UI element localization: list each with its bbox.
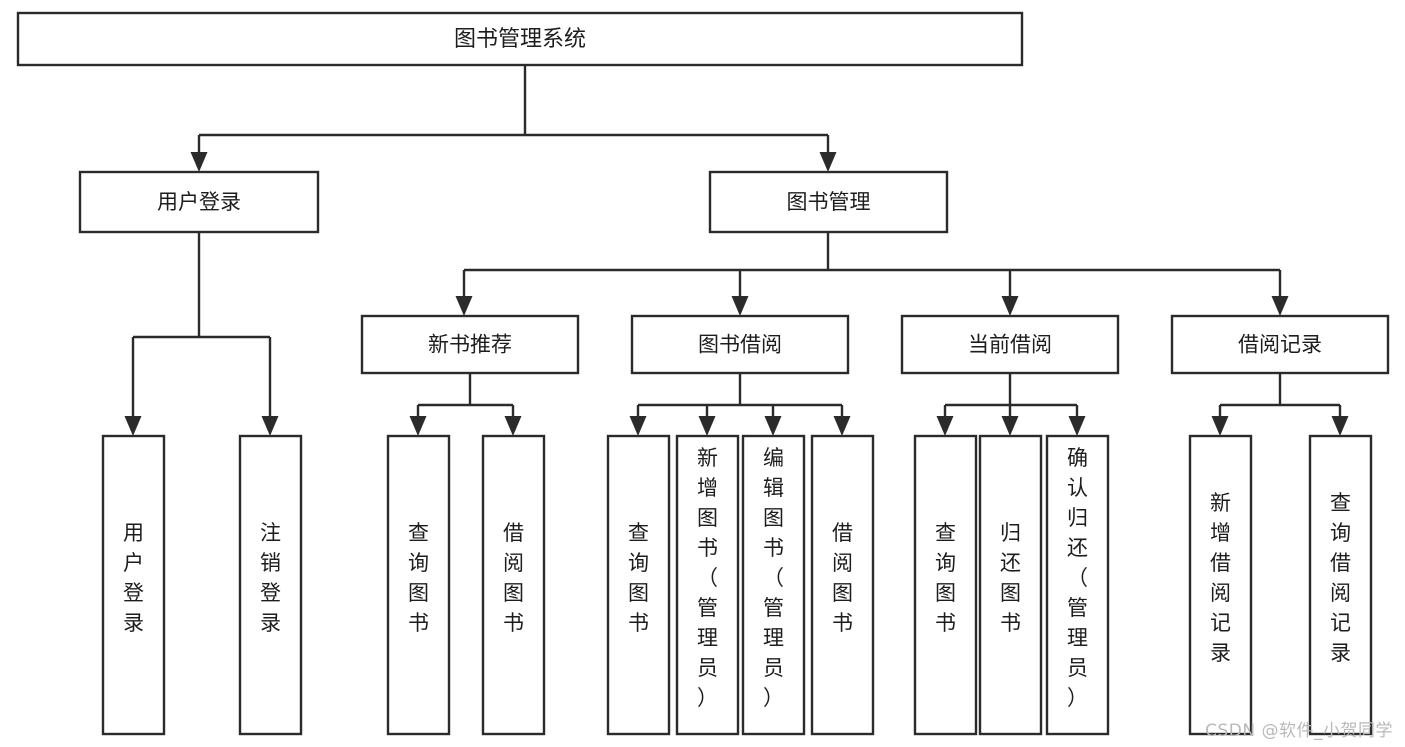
node-label: 图书借阅 <box>698 333 782 357</box>
node-label: 借阅图书 <box>503 521 524 635</box>
node-new-book-rec[interactable]: 新书推荐 <box>360 314 580 375</box>
node-label: 编辑图书（管理员） <box>763 446 784 710</box>
node-leaf-current-confirm-return[interactable]: 确认归还（管理员） <box>1045 434 1110 736</box>
node-label: 借阅记录 <box>1238 333 1322 357</box>
connector-arrow <box>764 405 782 436</box>
node-label: 借阅图书 <box>832 521 853 635</box>
node-borrow-record[interactable]: 借阅记录 <box>1170 314 1390 375</box>
node-label: 新增借阅记录 <box>1210 491 1231 665</box>
node-layer: 图书管理系统用户登录图书管理新书推荐图书借阅当前借阅借阅记录用户登录注销登录查询… <box>16 11 1390 736</box>
node-user-login[interactable]: 用户登录 <box>78 170 320 234</box>
node-leaf-user-login[interactable]: 用户登录 <box>101 434 166 736</box>
connector-bus <box>464 232 1280 272</box>
connector-arrow <box>124 337 142 436</box>
node-label: 图书管理系统 <box>454 27 586 52</box>
node-leaf-current-return-book[interactable]: 归还图书 <box>978 434 1043 736</box>
connector-arrow <box>1001 405 1019 436</box>
connector-arrow <box>936 405 954 436</box>
node-book-manage[interactable]: 图书管理 <box>708 170 949 234</box>
connector-arrow <box>819 135 837 172</box>
node-label: 图书管理 <box>787 190 871 214</box>
node-leaf-rec-query-book[interactable]: 查询图书 <box>386 434 451 736</box>
node-root[interactable]: 图书管理系统 <box>16 11 1024 67</box>
node-label: 新书推荐 <box>428 333 512 357</box>
node-leaf-borrow-edit-book[interactable]: 编辑图书（管理员） <box>741 434 806 736</box>
connector-arrow <box>504 405 522 436</box>
connector-layer <box>133 65 1340 407</box>
node-current-borrow[interactable]: 当前借阅 <box>900 314 1120 375</box>
node-label: 查询借阅记录 <box>1330 491 1351 665</box>
node-leaf-user-logout[interactable]: 注销登录 <box>238 434 303 736</box>
connector-arrow <box>409 405 427 436</box>
node-leaf-record-query[interactable]: 查询借阅记录 <box>1308 434 1373 736</box>
connector-arrow <box>1331 405 1349 436</box>
arrow-layer <box>124 135 1349 436</box>
node-label: 查询图书 <box>628 521 649 635</box>
connector-bus <box>1220 373 1340 407</box>
node-leaf-record-add[interactable]: 新增借阅记录 <box>1188 434 1253 736</box>
connector-arrow <box>731 270 749 316</box>
node-leaf-borrow-query-book[interactable]: 查询图书 <box>606 434 671 736</box>
node-leaf-current-query-book[interactable]: 查询图书 <box>913 434 978 736</box>
node-book-borrow[interactable]: 图书借阅 <box>630 314 850 375</box>
node-leaf-borrow-add-book[interactable]: 新增图书（管理员） <box>675 434 740 736</box>
node-leaf-rec-borrow-book[interactable]: 借阅图书 <box>481 434 546 736</box>
connector-arrow <box>833 405 851 436</box>
connector-arrow <box>629 405 647 436</box>
connector-arrow <box>1271 270 1289 316</box>
node-label: 查询图书 <box>935 521 956 635</box>
connector-bus <box>133 232 270 339</box>
node-label: 确认归还（管理员） <box>1067 446 1088 710</box>
node-leaf-borrow-borrow-book[interactable]: 借阅图书 <box>810 434 875 736</box>
connector-arrow <box>1068 405 1086 436</box>
connector-bus <box>945 373 1077 407</box>
connector-arrow <box>1001 270 1019 316</box>
connector-arrow <box>261 337 279 436</box>
node-label: 查询图书 <box>408 521 429 635</box>
node-label: 新增图书（管理员） <box>697 446 718 710</box>
connector-arrow <box>455 270 473 316</box>
node-label: 用户登录 <box>123 521 144 635</box>
node-label: 归还图书 <box>1000 521 1021 635</box>
node-label: 当前借阅 <box>968 333 1052 357</box>
node-label: 用户登录 <box>157 190 241 214</box>
connector-bus <box>418 373 513 407</box>
connector-bus <box>199 65 828 137</box>
connector-arrow <box>698 405 716 436</box>
connector-bus <box>638 373 842 407</box>
node-label: 注销登录 <box>260 521 281 635</box>
connector-arrow <box>190 135 208 172</box>
connector-arrow <box>1211 405 1229 436</box>
watermark-label: CSDN @软件_小贺同学 <box>1205 721 1393 741</box>
